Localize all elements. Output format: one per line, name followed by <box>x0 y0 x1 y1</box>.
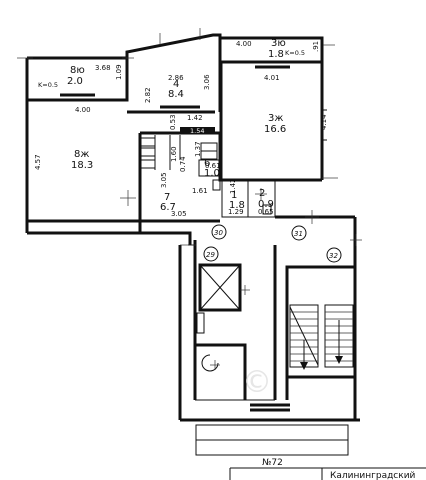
room-area-kitchen: 8.4 <box>168 89 184 100</box>
dim-1-61: 1.61 <box>192 187 208 195</box>
axis-marker-32 <box>326 247 342 263</box>
room-label-hall: 7 <box>164 192 170 203</box>
axis-marker-label-32: 32 <box>329 252 338 260</box>
dim-1-09: 1.09 <box>115 64 123 80</box>
dim-4-14: 4.14 <box>320 114 328 130</box>
room-label-wc: 2 <box>259 188 265 199</box>
room-area-loggia-left: 2.0 <box>67 76 83 87</box>
dim-1-42a: 1.42 <box>187 114 203 122</box>
room-label-bath: 1 <box>231 190 237 201</box>
dim-1-60: 1.60 <box>170 146 178 162</box>
room-label-closet: 6 <box>204 158 210 169</box>
window-marks <box>60 60 327 141</box>
dim-1-29: 1.29 <box>228 208 244 216</box>
room-area-loggia-right: 1.8 <box>268 49 284 60</box>
title-block: №72 Калининградский <box>229 458 426 480</box>
room-area-room-right: 16.6 <box>264 124 286 135</box>
dim-0-91: .91 <box>312 41 320 52</box>
watermark: © <box>242 365 272 400</box>
room-label-loggia-left: 8ю <box>70 65 85 76</box>
dim-1-37: 1.37 <box>194 141 202 157</box>
dim-0-74: 0.74 <box>179 156 187 172</box>
dim-4-01: 4.01 <box>264 74 280 82</box>
axis-ticks <box>17 28 338 206</box>
stair-treads <box>290 311 353 362</box>
room-area-bath: 1.8 <box>229 200 245 211</box>
axis-crosses <box>180 210 362 370</box>
room-label-room-right: 3ж <box>268 113 283 124</box>
room-area-wc: 0.9 <box>258 199 274 210</box>
dim-4-00-left: 4.00 <box>75 106 91 114</box>
dim-1-42b: 1.42 <box>229 178 237 194</box>
axis-marker-label-31: 31 <box>294 230 303 238</box>
axis-marker-30 <box>211 224 227 240</box>
room-label-loggia-right: 3ю <box>271 38 286 49</box>
dim-4-57: 4.57 <box>34 154 42 170</box>
common-area <box>138 215 360 456</box>
dimension-labels: 3.68 1.09 2.86 3.06 2.82 4.00 .91 4.01 4… <box>34 40 328 218</box>
dim-2-82: 2.82 <box>144 87 152 103</box>
dim-3-05a: 3.05 <box>160 172 168 188</box>
dim-0-53: 0.53 <box>169 114 177 130</box>
coefficient-right: K=0.5 <box>285 49 305 57</box>
axis-marker-label-30: 30 <box>214 229 223 237</box>
dim-0-65: 0.65 <box>258 208 274 216</box>
dim-3-05b: 3.05 <box>171 210 187 218</box>
house-number: №72 <box>262 458 283 468</box>
dim-0-61: 0.61 <box>205 162 221 170</box>
dim-4-00-top: 4.00 <box>236 40 252 48</box>
room-label-kitchen: 4 <box>173 79 179 90</box>
axis-markers: 30 31 29 32 <box>203 224 342 263</box>
room-area-hall: 6.7 <box>160 202 176 213</box>
coefficient-left: K=0.5 <box>38 81 58 89</box>
axis-marker-31 <box>291 225 307 241</box>
room-area-closet: 1.0 <box>204 168 220 179</box>
room-labels: 8ю 2.0 4 8.4 3ю 1.8 3ж 16.6 8ж 18.3 7 6.… <box>67 38 286 213</box>
dim-2-86: 2.86 <box>168 74 184 82</box>
dim-3-68: 3.68 <box>95 64 111 72</box>
room-label-room-left: 8ж <box>74 149 89 160</box>
room-area-room-left: 18.3 <box>71 160 93 171</box>
street-name: Калининградский <box>330 471 416 480</box>
apartment-walls <box>25 33 324 235</box>
axis-marker-29 <box>203 246 219 262</box>
dim-3-06: 3.06 <box>203 74 211 90</box>
axis-marker-label-29: 29 <box>206 251 215 259</box>
dim-1-54: 1.54 <box>190 127 204 135</box>
